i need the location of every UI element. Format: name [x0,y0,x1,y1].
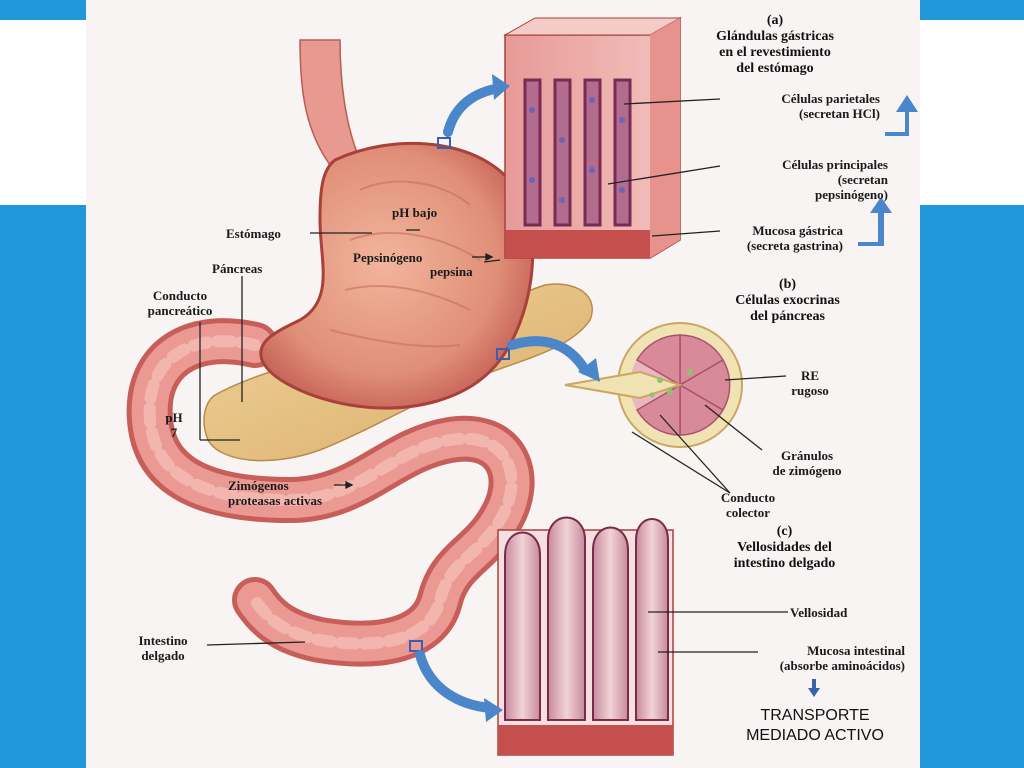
label-parietales: Células parietales (secretan HCl) [730,91,880,121]
section-a-letter: (a) [766,13,784,28]
frame-left-top [0,0,86,20]
up-arrow-icon [858,95,918,246]
label-conducto-pancreatico-2: pancreático [147,303,213,318]
section-b-title: (b) Células exocrinas del páncreas [700,277,875,325]
label-conducto-pancreatico: Conducto pancreático [130,288,230,318]
label-mucosa-gastrica-1: Mucosa gástrica [752,223,843,238]
frame-right-bottom [920,205,1024,768]
label-principales: Células principales (secretan pepsinógen… [728,157,888,202]
label-vellosidad: Vellosidad [790,605,848,620]
down-arrow-icon [808,679,820,697]
gastric-gland-block [503,16,682,259]
section-b-line-2: del páncreas [750,309,825,324]
section-c-letter: (c) [776,524,793,539]
label-estomago: Estómago [226,226,281,241]
label-ph-7: pH 7 [160,410,188,440]
label-mucosa-gastrica-2: (secreta gastrina) [746,238,843,253]
label-re-rugoso: RE rugoso [780,368,840,398]
section-c-title: (c) Vellosidades del intestino delgado [697,524,872,572]
section-b-letter: (b) [778,277,797,292]
label-ph-value: 7 [170,425,178,440]
label-zimogenos: Zimógenos [228,478,289,493]
label-pepsinogeno: Pepsinógeno [353,250,423,265]
section-c-line-2: intestino delgado [733,556,836,571]
frame-left-bottom [0,205,86,768]
label-mucosa-gastrica: Mucosa gástrica (secreta gastrina) [725,223,843,253]
frame-right-top [920,0,1024,20]
label-proteasas: proteasas activas [228,493,323,508]
label-granulos: Gránulos de zimógeno [752,448,862,478]
label-conducto-colector-1: Conducto [720,490,776,505]
section-a-line-1: Glándulas gástricas [716,29,834,44]
label-ph-bajo: pH bajo [392,205,438,220]
label-conducto-colector: Conducto colector [708,490,788,520]
label-intestino-2: delgado [141,648,185,663]
label-principales-1: Células principales [782,157,888,172]
label-transporte-1: TRANSPORTE [760,707,870,724]
label-mucosa-intestinal: Mucosa intestinal (absorbe aminoácidos) [720,643,905,673]
section-a-line-3: del estómago [736,61,814,76]
label-intestino-1: Intestino [138,633,188,648]
label-mucosa-intestinal-1: Mucosa intestinal [807,643,905,658]
villi-block [497,516,674,756]
label-granulos-1: Gránulos [780,448,833,463]
label-conducto-pancreatico-1: Conducto [152,288,208,303]
label-principales-2: (secretan [837,172,888,187]
label-pepsina: pepsina [430,264,473,279]
label-parietales-1: Células parietales [781,91,880,106]
stomach-shape [259,142,535,410]
label-granulos-2: de zimógeno [772,463,842,478]
label-intestino-delgado: Intestino delgado [118,633,208,663]
label-principales-3: pepsinógeno) [815,187,888,202]
label-ph: pH [165,410,183,425]
label-transporte: TRANSPORTE MEDIADO ACTIVO [725,706,905,746]
section-a-title: (a) Glándulas gástricas en el revestimie… [680,13,870,77]
esophagus-shape [299,39,362,166]
label-conducto-colector-2: colector [725,505,771,520]
small-intestine [126,318,535,667]
label-pancreas: Páncreas [212,261,263,276]
label-transporte-2: MEDIADO ACTIVO [746,727,884,744]
label-re-2: rugoso [791,383,829,398]
label-mucosa-intestinal-2: (absorbe aminoácidos) [779,658,905,673]
label-re-1: RE [800,368,820,383]
section-c-line-1: Vellosidades del [737,540,832,555]
pancreatic-acinus [564,322,743,448]
label-parietales-2: (secretan HCl) [799,106,880,121]
section-b-line-1: Células exocrinas [735,293,840,308]
section-a-line-2: en el revestimiento [719,45,831,60]
